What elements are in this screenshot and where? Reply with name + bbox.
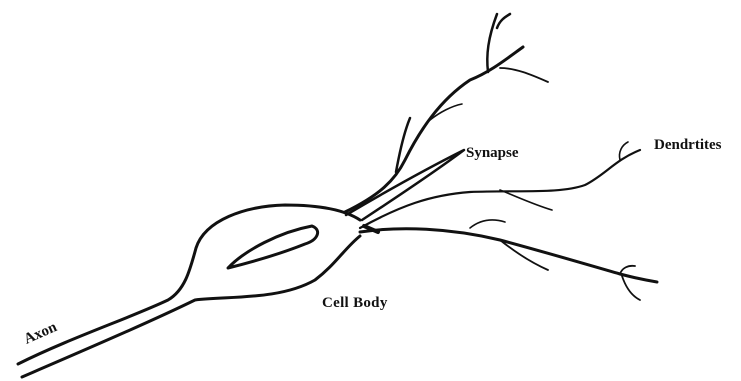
lower-dendrite-branch-down: [500, 240, 548, 270]
cell-body-label: Cell Body: [322, 296, 388, 311]
lower-dendrite-main: [360, 229, 657, 282]
upper-dendrite-main: [345, 47, 523, 212]
middle-dendrite-branch: [500, 190, 552, 210]
cell-body-inner-loop: [228, 226, 318, 268]
synapse-label: Synapse: [466, 146, 519, 161]
lower-dendrite-tip-up: [620, 266, 635, 274]
axon-lower-outline: [22, 236, 360, 377]
upper-dendrite-top-branch: [487, 14, 497, 72]
upper-dendrite-top-branch-2: [497, 14, 510, 28]
middle-dendrite-main: [360, 150, 640, 228]
lower-dendrite-branch-up: [470, 220, 505, 228]
upper-dendrite-side-branch: [500, 68, 548, 82]
dendrites-label: Dendrtites: [654, 138, 722, 153]
